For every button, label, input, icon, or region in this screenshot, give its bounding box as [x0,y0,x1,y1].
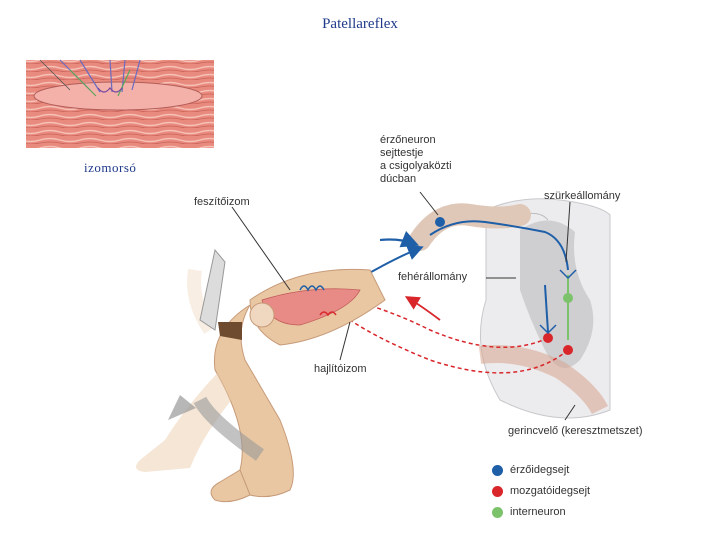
legend-label: mozgatóidegsejt [510,485,591,497]
page-title: Patellareflex [322,16,398,32]
label-white-matter: fehérállomány [398,271,468,283]
spinal-cord-section [478,198,611,419]
label-grey-matter: szürkeállomány [544,190,621,202]
legend-label: interneuron [510,506,566,518]
legend-item-sensory: érzőidegsejt [492,460,590,480]
label-sensory-line-2: sejttestje [380,147,424,159]
label-sensory-line-4: dúcban [380,173,417,185]
label-spinal-cord: gerincvelő (keresztmetszet) [508,425,643,437]
motor-dot-icon [492,485,503,497]
label-sensory-line-3: a csigolyaközti [380,160,452,172]
legend-item-interneuron: interneuron [492,502,590,522]
legend: érzőidegsejt mozgatóidegsejt interneuron [492,460,590,523]
legend-label: érzőidegsejt [510,464,570,476]
leg-illustration [136,248,386,503]
interneuron-dot-icon [492,506,503,518]
muscle-spindle-inset [26,59,214,148]
legend-item-motor: mozgatóidegsejt [492,481,590,501]
sensory-dot-icon [492,464,503,476]
label-sensory-line-1: érzőneuron [380,134,436,146]
label-stretch-muscle: feszítőizom [194,196,250,208]
inset-label-muscle-spindle: izomorsó [84,160,137,175]
label-sensory-neuron-body: érzőneuron sejttestje a csigolyaközti dú… [380,134,452,186]
label-flexor-muscle: hajlítóizom [314,363,367,375]
